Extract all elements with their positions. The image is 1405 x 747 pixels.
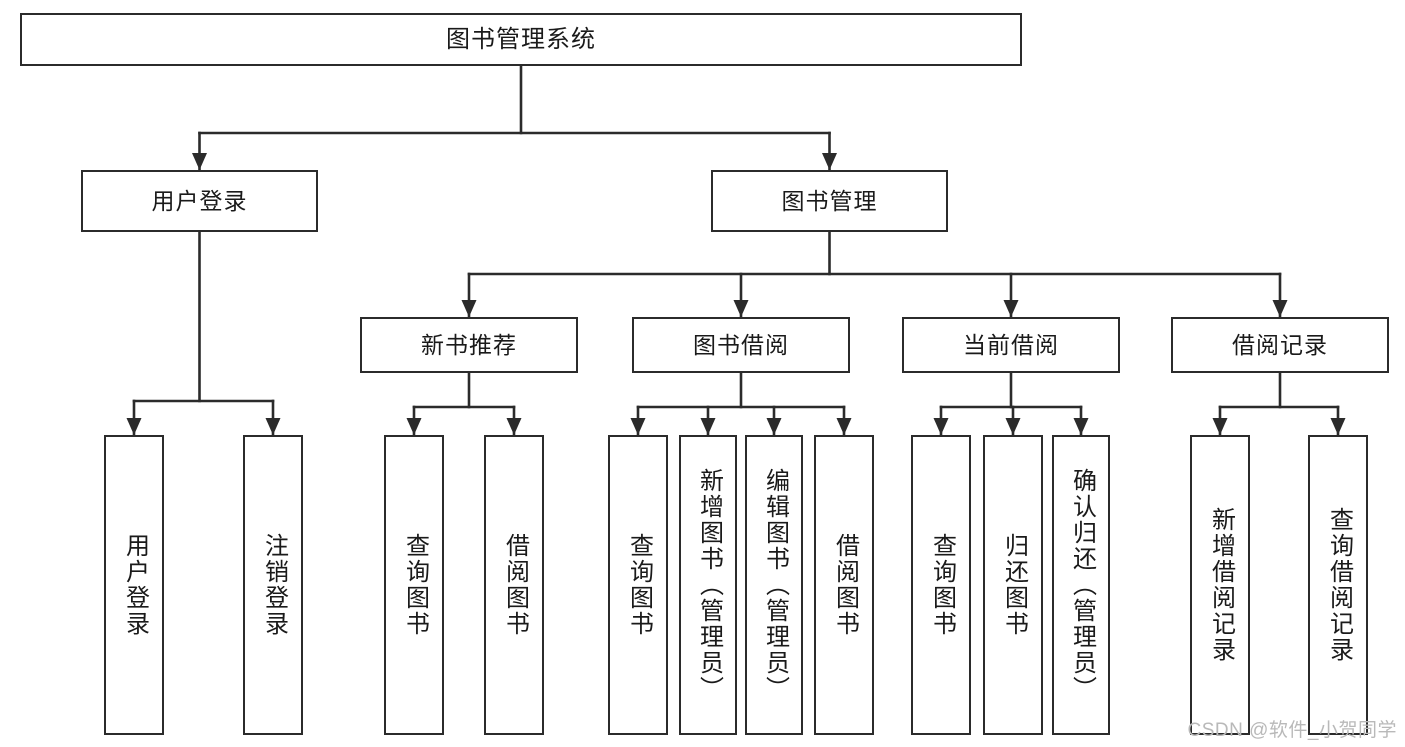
- node-leaf-edit-book[interactable]: 编辑图书（管理员）: [745, 435, 803, 735]
- node-leaf-logout-label: 注销登录: [260, 533, 288, 637]
- node-book-manage-label: 图书管理: [781, 187, 878, 214]
- node-book-borrow-label: 图书借阅: [693, 331, 789, 358]
- node-leaf-borrow-book-1[interactable]: 借阅图书: [484, 435, 544, 735]
- node-leaf-query-book-3-label: 查询图书: [928, 533, 956, 637]
- node-leaf-borrow-book-1-label: 借阅图书: [501, 533, 529, 637]
- node-leaf-logout[interactable]: 注销登录: [243, 435, 303, 735]
- node-leaf-borrow-book-2-label: 借阅图书: [831, 533, 859, 637]
- node-new-book-rec[interactable]: 新书推荐: [360, 317, 578, 373]
- node-leaf-add-record-label: 新增借阅记录: [1207, 507, 1235, 663]
- node-borrow-record-label: 借阅记录: [1232, 331, 1328, 358]
- node-leaf-query-book-2-label: 查询图书: [625, 533, 653, 637]
- node-leaf-query-book-2[interactable]: 查询图书: [608, 435, 668, 735]
- node-leaf-query-record[interactable]: 查询借阅记录: [1308, 435, 1368, 735]
- node-user-login[interactable]: 用户登录: [81, 170, 318, 232]
- node-leaf-user-login[interactable]: 用户登录: [104, 435, 164, 735]
- node-leaf-query-book-1[interactable]: 查询图书: [384, 435, 444, 735]
- node-new-book-rec-label: 新书推荐: [421, 331, 517, 358]
- node-current-borrow-label: 当前借阅: [963, 331, 1059, 358]
- node-leaf-edit-book-label: 编辑图书（管理员）: [761, 468, 789, 702]
- node-leaf-add-record[interactable]: 新增借阅记录: [1190, 435, 1250, 735]
- node-current-borrow[interactable]: 当前借阅: [902, 317, 1120, 373]
- node-leaf-return-book[interactable]: 归还图书: [983, 435, 1043, 735]
- node-user-login-label: 用户登录: [151, 187, 248, 214]
- node-leaf-query-book-3[interactable]: 查询图书: [911, 435, 971, 735]
- node-leaf-query-record-label: 查询借阅记录: [1325, 507, 1353, 663]
- node-borrow-record[interactable]: 借阅记录: [1171, 317, 1389, 373]
- csdn-watermark: CSDN @软件_小贺同学: [1187, 720, 1397, 741]
- node-leaf-user-login-label: 用户登录: [121, 533, 149, 637]
- node-leaf-add-book[interactable]: 新增图书（管理员）: [679, 435, 737, 735]
- node-leaf-confirm-return-label: 确认归还（管理员）: [1068, 468, 1096, 702]
- node-leaf-confirm-return[interactable]: 确认归还（管理员）: [1052, 435, 1110, 735]
- node-leaf-return-book-label: 归还图书: [1000, 533, 1028, 637]
- node-leaf-borrow-book-2[interactable]: 借阅图书: [814, 435, 874, 735]
- node-book-manage[interactable]: 图书管理: [711, 170, 948, 232]
- node-leaf-add-book-label: 新增图书（管理员）: [695, 468, 723, 702]
- node-root[interactable]: 图书管理系统: [20, 13, 1022, 66]
- node-leaf-query-book-1-label: 查询图书: [401, 533, 429, 637]
- node-book-borrow[interactable]: 图书借阅: [632, 317, 850, 373]
- node-root-label: 图书管理系统: [446, 25, 596, 53]
